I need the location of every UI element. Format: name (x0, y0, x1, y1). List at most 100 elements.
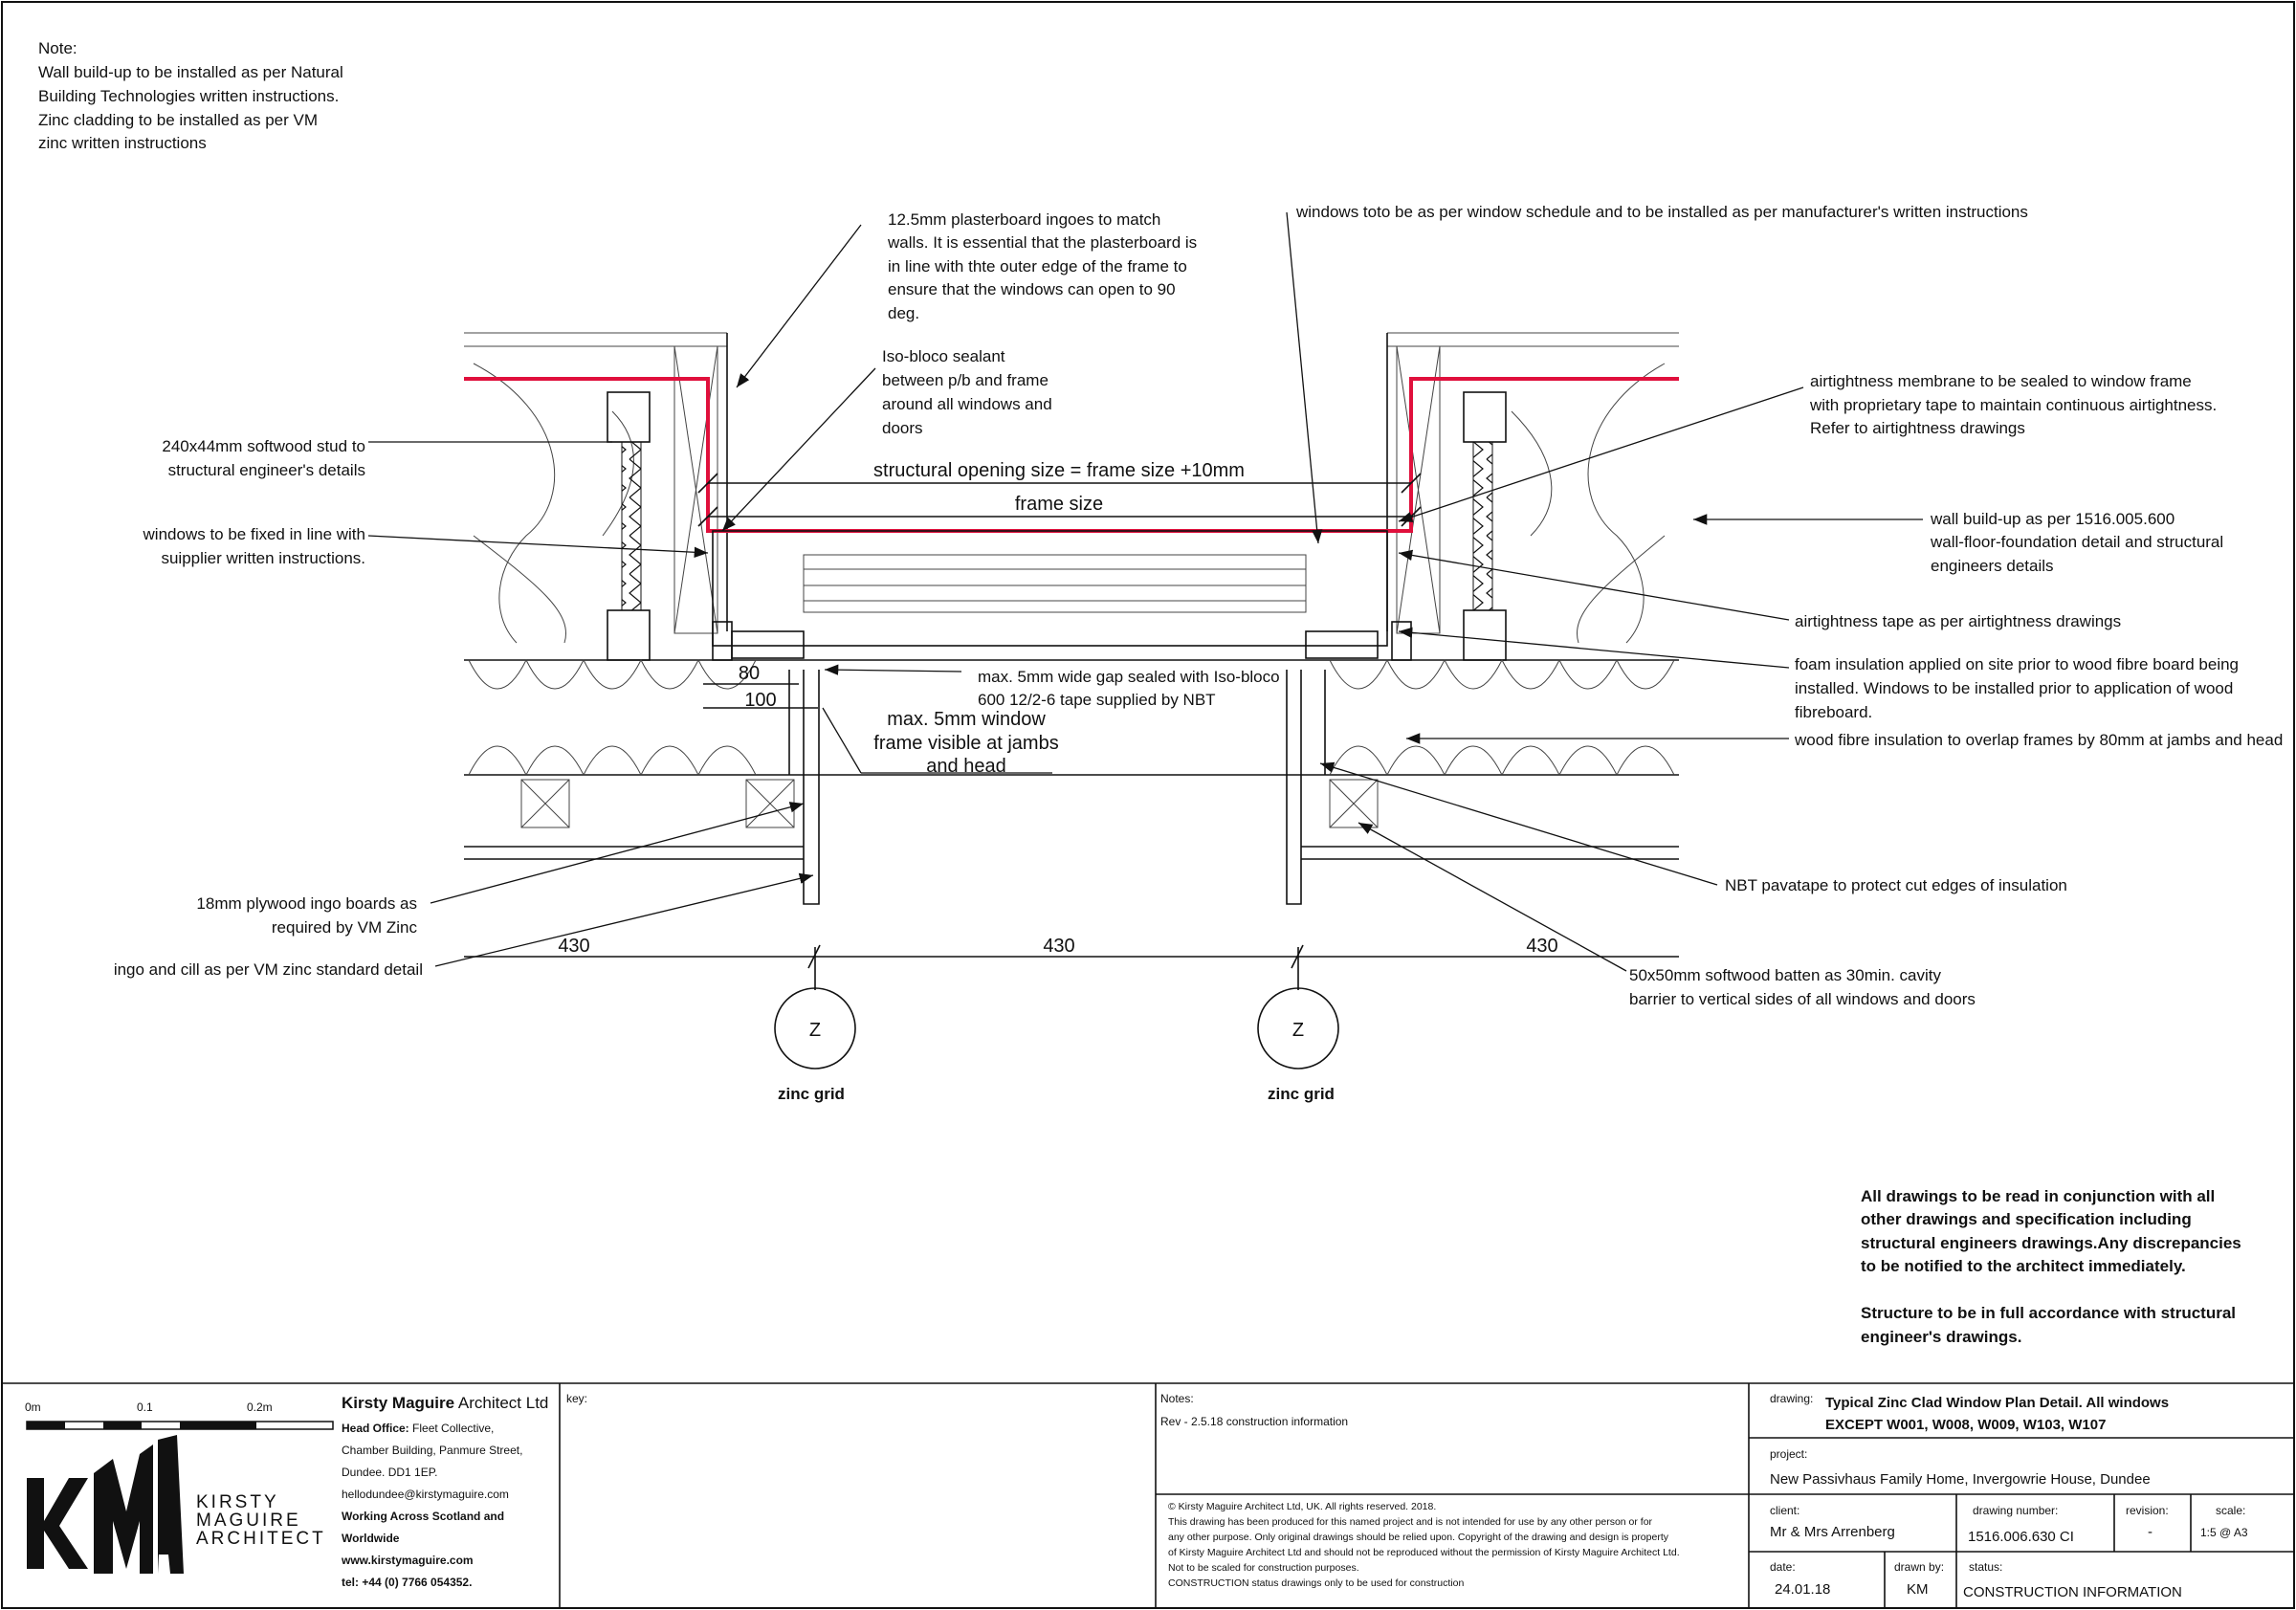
dim-100: 100 (744, 690, 776, 711)
dim-frame: frame size (1015, 494, 1103, 515)
svg-text:Iso-bloco sealant: Iso-bloco sealant (882, 347, 1005, 365)
svg-text:barrier to vertical sides of a: barrier to vertical sides of all windows… (1629, 990, 1976, 1008)
svg-text:12.5mm plasterboard ingoes to: 12.5mm plasterboard ingoes to match (888, 210, 1160, 229)
svg-text:www.kirstymaguire.com: www.kirstymaguire.com (341, 1554, 474, 1567)
svg-text:Worldwide: Worldwide (342, 1532, 400, 1545)
svg-text:ensure that the windows can op: ensure that the windows can open to 90 (888, 280, 1176, 298)
label-plasterboard: 12.5mm plasterboard ingoes to match wall… (887, 210, 1197, 322)
drawing-number-value: 1516.006.630 CI (1968, 1529, 2074, 1545)
svg-text:with proprietary tape to maint: with proprietary tape to maintain contin… (1809, 396, 2217, 414)
svg-text:Building Technologies written: Building Technologies written instructio… (38, 87, 339, 105)
svg-text:max. 5mm window: max. 5mm window (887, 709, 1046, 730)
scale-label-0: 0m (25, 1400, 41, 1414)
label-windows-schedule: windows toto be as per window schedule a… (1295, 203, 2028, 221)
title-block: 0m 0.1 0.2m KIRSTY MAGUIRE ARCHITECT Kir… (2, 1382, 2294, 1608)
svg-text:hellodundee@kirstymaguire.com: hellodundee@kirstymaguire.com (342, 1488, 509, 1501)
svg-text:zinc grid: zinc grid (778, 1085, 845, 1103)
label-fixed: windows to be fixed in line with suippli… (143, 525, 365, 567)
copyright-text: © Kirsty Maguire Architect Ltd, UK. All … (1168, 1501, 1680, 1589)
date-label: date: (1770, 1560, 1796, 1574)
svg-text:engineers details: engineers details (1931, 557, 2054, 575)
svg-text:Not to be scaled for construct: Not to be scaled for construction purpos… (1168, 1562, 1359, 1574)
svg-text:wall build-up as per 1516.005.: wall build-up as per 1516.005.600 (1930, 510, 2175, 528)
svg-text:windows to be fixed in line wi: windows to be fixed in line with (143, 525, 365, 543)
wall-detail (464, 332, 1679, 905)
svg-text:Chamber Building, Panmure Stre: Chamber Building, Panmure Street, (342, 1444, 522, 1457)
label-plywood: 18mm plywood ingo boards as required by … (196, 894, 417, 937)
svg-text:of Kirsty Maguire Architect Lt: of Kirsty Maguire Architect Ltd and shou… (1168, 1547, 1680, 1558)
svg-text:Refer to airtightness drawings: Refer to airtightness drawings (1810, 419, 2025, 437)
svg-text:Zinc cladding to be installed: Zinc cladding to be installed as per VM (38, 111, 318, 129)
svg-text:frame visible at jambs: frame visible at jambs (873, 733, 1058, 754)
svg-text:Dundee. DD1 1EP.: Dundee. DD1 1EP. (342, 1466, 438, 1479)
label-gap: max. 5mm wide gap sealed with Iso-bloco … (978, 668, 1280, 709)
svg-text:deg.: deg. (888, 304, 919, 322)
svg-text:zinc grid: zinc grid (1268, 1085, 1335, 1103)
general-notes: All drawings to be read in conjunction w… (1861, 1187, 2241, 1346)
revision-value: - (2148, 1524, 2152, 1540)
svg-text:around all windows and: around all windows and (882, 395, 1052, 413)
svg-text:airtightness membrane to be se: airtightness membrane to be sealed to wi… (1810, 372, 2192, 390)
label-airtightness-tape: airtightness tape as per airtightness dr… (1795, 612, 2121, 630)
status-label: status: (1969, 1560, 2002, 1574)
kma-logo: KIRSTY MAGUIRE ARCHITECT (27, 1435, 323, 1574)
svg-text:240x44mm softwood stud to: 240x44mm softwood stud to (162, 437, 365, 455)
dimension-lines (464, 473, 1679, 969)
svg-text:and head: and head (926, 756, 1005, 777)
svg-text:foam insulation applied on sit: foam insulation applied on site prior to… (1795, 655, 2239, 673)
notes-label: Notes: (1160, 1392, 1194, 1405)
label-batten: 50x50mm softwood batten as 30min. cavity… (1629, 966, 1976, 1008)
svg-text:to be notified to the architec: to be notified to the architect immediat… (1861, 1257, 2186, 1275)
svg-text:50x50mm softwood batten as 30m: 50x50mm softwood batten as 30min. cavity (1629, 966, 1941, 984)
label-ingo: ingo and cill as per VM zinc standard de… (114, 960, 423, 979)
svg-text:any other purpose. Only origin: any other purpose. Only original drawing… (1168, 1532, 1669, 1543)
top-note: Note: Wall build-up to be installed as p… (38, 39, 343, 152)
key-label: key: (566, 1392, 587, 1405)
company-address: Head Office: Fleet Collective, Chamber B… (341, 1422, 522, 1589)
drawing-label: drawing: (1770, 1392, 1813, 1405)
status-value: CONSTRUCTION INFORMATION (1963, 1584, 2182, 1600)
date-value: 24.01.18 (1775, 1581, 1830, 1598)
svg-text:CONSTRUCTION status drawings o: CONSTRUCTION status drawings only to be … (1168, 1577, 1464, 1589)
svg-text:engineer's drawings.: engineer's drawings. (1861, 1328, 2021, 1346)
svg-text:Working Across Scotland and: Working Across Scotland and (342, 1510, 504, 1523)
svg-text:other drawings and specificati: other drawings and specification includi… (1861, 1210, 2192, 1228)
dim-opening: structural opening size = frame size +10… (873, 460, 1245, 481)
svg-text:18mm plywood ingo boards as: 18mm plywood ingo boards as (196, 894, 417, 913)
svg-text:zinc written instructions: zinc written instructions (38, 134, 207, 152)
label-wall-buildup: wall build-up as per 1516.005.600 wall-f… (1930, 510, 2223, 575)
svg-text:in line with thte outer edge o: in line with thte outer edge of the fram… (888, 257, 1187, 276)
svg-text:max. 5mm wide gap sealed with: max. 5mm wide gap sealed with Iso-bloco (978, 668, 1280, 686)
svg-text:Z: Z (809, 1020, 821, 1041)
svg-text:Wall build-up to be installed: Wall build-up to be installed as per Nat… (38, 63, 343, 81)
svg-text:600 12/2-6 tape supplied by NB: 600 12/2-6 tape supplied by NBT (978, 691, 1216, 709)
drawing-number-label: drawing number: (1973, 1504, 2058, 1517)
grid-marker-right: Z zinc grid (1257, 947, 1339, 1103)
svg-text:structural engineers drawings.: structural engineers drawings.Any discre… (1861, 1234, 2241, 1252)
scale-label-1: 0.1 (137, 1400, 153, 1414)
drawn-by-value: KM (1907, 1581, 1929, 1598)
svg-text:required by VM Zinc: required by VM Zinc (272, 918, 418, 937)
revision-label: revision: (2126, 1504, 2169, 1517)
svg-text:Z: Z (1292, 1020, 1304, 1041)
project-label: project: (1770, 1447, 1807, 1461)
scale-value: 1:5 @ A3 (2200, 1526, 2248, 1539)
drawing-title-line1: Typical Zinc Clad Window Plan Detail. Al… (1825, 1395, 2169, 1411)
svg-text:installed. Windows to be insta: installed. Windows to be installed prior… (1795, 679, 2233, 697)
drawn-by-label: drawn by: (1894, 1560, 1944, 1574)
svg-text:wall-floor-foundation detail a: wall-floor-foundation detail and structu… (1930, 533, 2223, 551)
svg-text:structural engineer's details: structural engineer's details (168, 461, 365, 479)
label-membrane: airtightness membrane to be sealed to wi… (1809, 372, 2217, 437)
svg-text:between p/b and frame: between p/b and frame (882, 371, 1049, 389)
svg-text:© Kirsty Maguire Architect Ltd: © Kirsty Maguire Architect Ltd, UK. All … (1168, 1501, 1436, 1512)
label-pavatape: NBT pavatape to protect cut edges of ins… (1725, 876, 2067, 894)
drawing-title-line2: EXCEPT W001, W008, W009, W103, W107 (1825, 1417, 2106, 1433)
label-foam: foam insulation applied on site prior to… (1795, 655, 2239, 721)
svg-text:doors: doors (882, 419, 923, 437)
dim-430-middle: 430 (1043, 936, 1074, 957)
client-value: Mr & Mrs Arrenberg (1770, 1524, 1895, 1540)
label-isobloco: Iso-bloco sealant between p/b and frame … (882, 347, 1052, 437)
client-label: client: (1770, 1504, 1799, 1517)
leader-lines (367, 211, 1923, 972)
